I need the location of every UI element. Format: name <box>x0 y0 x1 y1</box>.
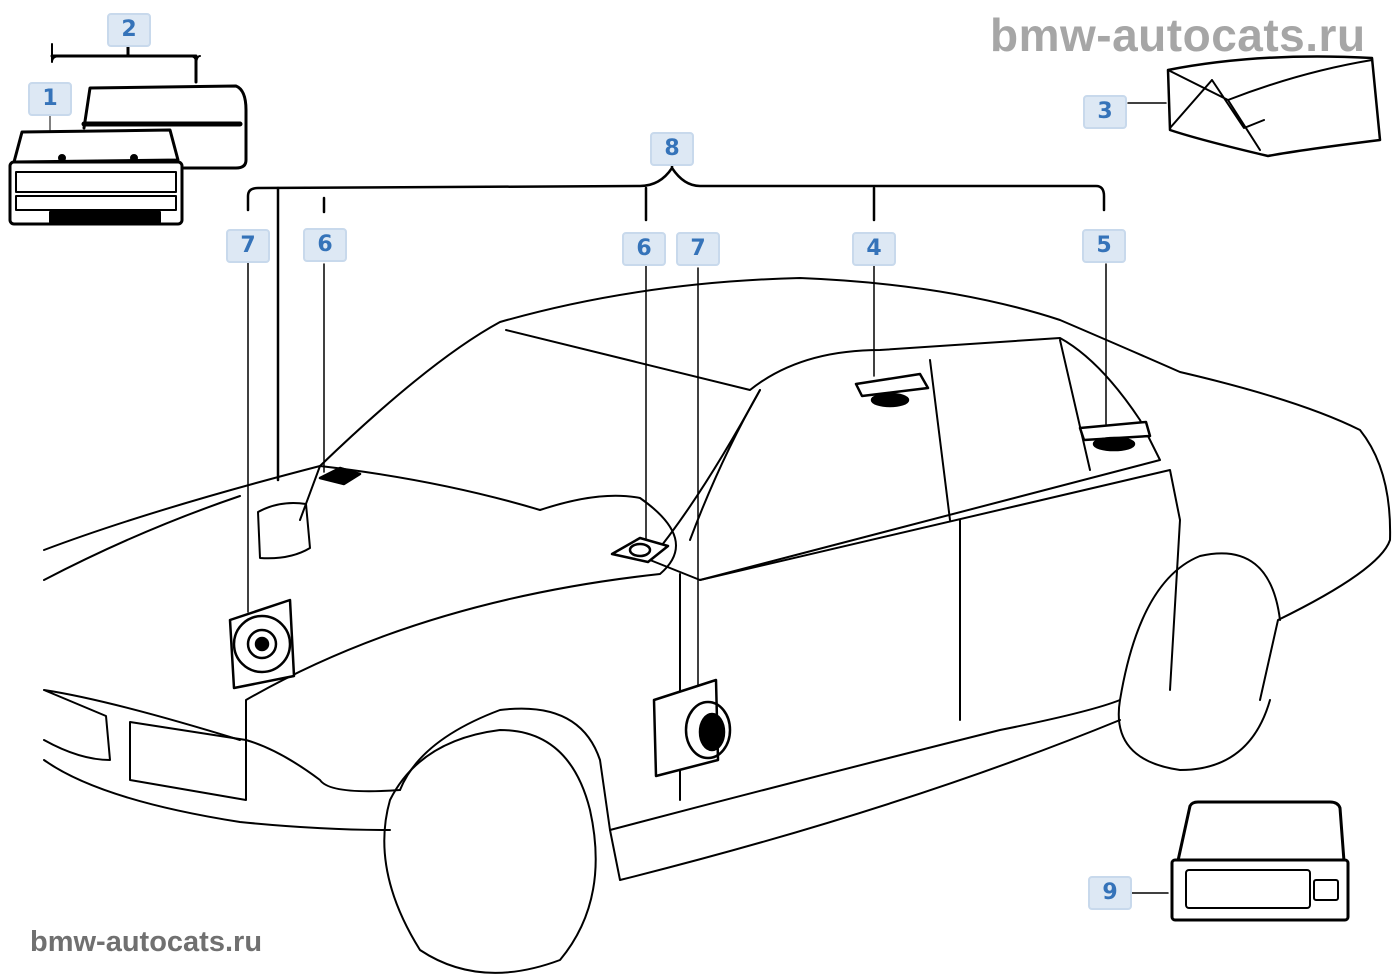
callout-6-left[interactable]: 6 <box>303 228 347 262</box>
callout-2[interactable]: 2 <box>107 13 151 47</box>
watermark-bottom: bmw-autocats.ru <box>30 926 263 958</box>
callout-3[interactable]: 3 <box>1083 95 1127 129</box>
car-body-drawing <box>43 277 1392 974</box>
callout-7-right[interactable]: 7 <box>676 232 720 266</box>
watermark-top: bmw-autocats.ru <box>990 9 1366 61</box>
callout-8[interactable]: 8 <box>650 132 694 166</box>
speaker-set-bracket <box>246 158 1106 482</box>
callout-1[interactable]: 1 <box>28 82 72 116</box>
callout-9[interactable]: 9 <box>1088 876 1132 910</box>
callout-5[interactable]: 5 <box>1082 229 1126 263</box>
callout-6-right[interactable]: 6 <box>622 232 666 266</box>
cd-changer-drawing <box>1131 800 1350 922</box>
speaker-drawings <box>228 372 1152 778</box>
amplifier-drawing <box>1127 55 1382 158</box>
leader-lines <box>247 261 1107 691</box>
callout-4[interactable]: 4 <box>852 232 896 266</box>
radio-unit-drawing <box>8 43 248 226</box>
callout-7-left[interactable]: 7 <box>226 229 270 263</box>
